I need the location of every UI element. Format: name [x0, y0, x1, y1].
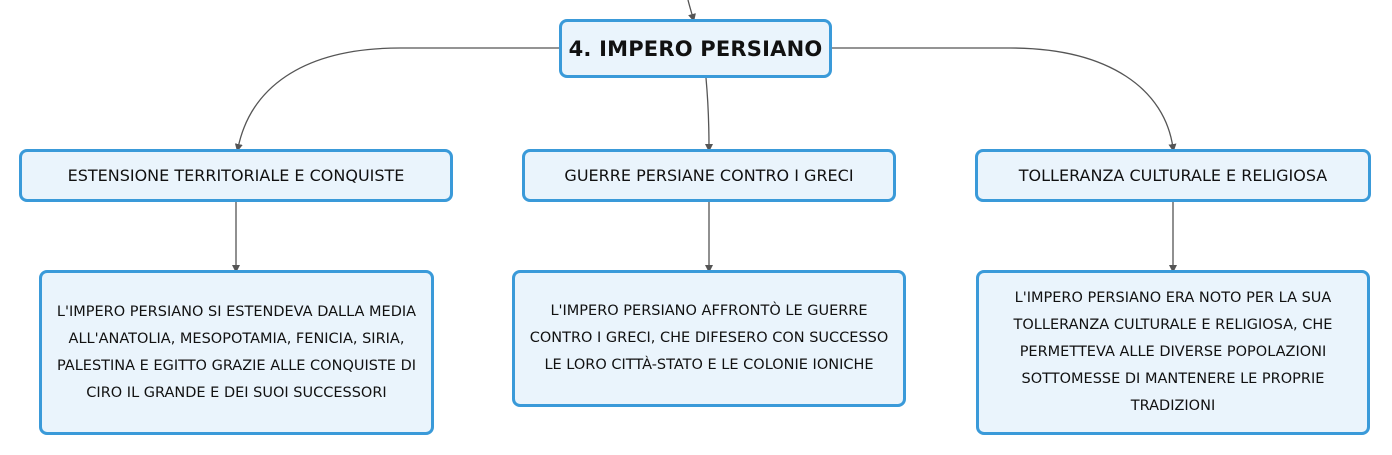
detail-node-cultural-tolerance[interactable]: L'IMPERO PERSIANO ERA NOTO PER LA SUA TO…: [976, 270, 1370, 435]
detail-node-persian-wars[interactable]: L'IMPERO PERSIANO AFFRONTÒ LE GUERRE CON…: [512, 270, 906, 407]
connector-parent-to-root: [687, 0, 696, 22]
connector-root-to-branch-3: [832, 47, 1177, 152]
detail-node-text: L'IMPERO PERSIANO AFFRONTÒ LE GUERRE CON…: [529, 303, 889, 373]
branch-node-territorial-expansion[interactable]: ESTENSIONE TERRITORIALE E CONQUISTE: [19, 149, 453, 202]
root-node[interactable]: 4. IMPERO PERSIANO: [559, 19, 832, 78]
detail-node-territorial-expansion[interactable]: L'IMPERO PERSIANO SI ESTENDEVA DALLA MED…: [39, 270, 434, 435]
branch-node-label: GUERRE PERSIANE CONTRO I GRECI: [564, 166, 854, 185]
branch-node-persian-wars[interactable]: GUERRE PERSIANE CONTRO I GRECI: [522, 149, 896, 202]
detail-node-text: L'IMPERO PERSIANO ERA NOTO PER LA SUA TO…: [1013, 290, 1333, 414]
branch-node-label: TOLLERANZA CULTURALE E RELIGIOSA: [1018, 166, 1328, 185]
branch-node-cultural-tolerance[interactable]: TOLLERANZA CULTURALE E RELIGIOSA: [975, 149, 1371, 202]
branch-node-label: ESTENSIONE TERRITORIALE E CONQUISTE: [67, 166, 405, 185]
connector-root-to-branch-2: [704, 77, 713, 152]
root-node-label: 4. IMPERO PERSIANO: [568, 36, 823, 61]
connector-root-to-branch-1: [234, 47, 559, 152]
detail-node-text: L'IMPERO PERSIANO SI ESTENDEVA DALLA MED…: [56, 303, 417, 401]
